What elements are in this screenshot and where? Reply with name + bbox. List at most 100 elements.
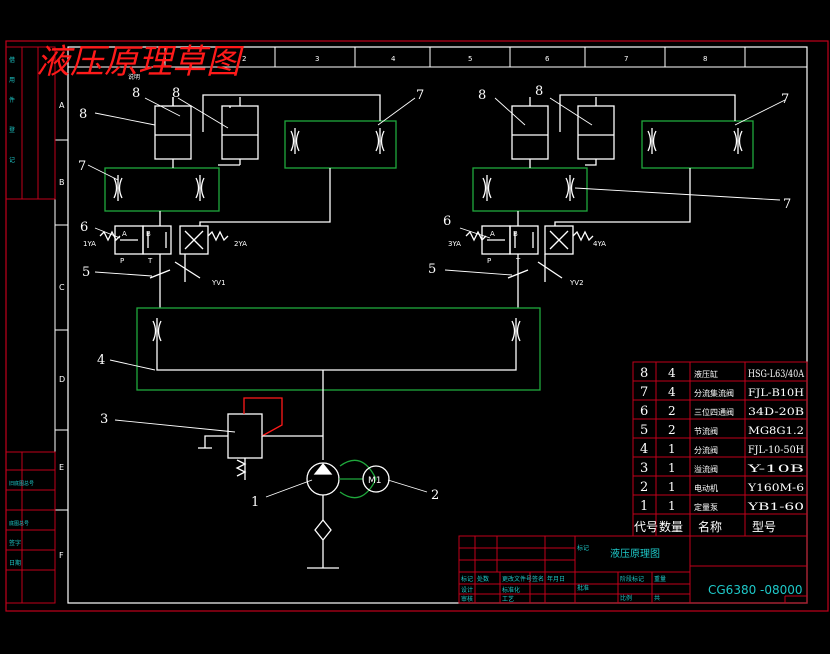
- strip-1: 借: [9, 56, 15, 64]
- bom-cell-name: 分流阀: [694, 445, 718, 455]
- tb-cell-1: 处数: [477, 575, 489, 583]
- grid-col-7: 7: [624, 55, 628, 63]
- bom-cell-model: FJL-10-50H: [748, 445, 804, 456]
- bom-cell-name: 电动机: [694, 483, 718, 493]
- callout-5L: 5: [82, 265, 90, 280]
- bom-cell-model: HSG-L63/40A: [748, 369, 805, 380]
- pump-1: [306, 459, 377, 569]
- tb-cell-0: 标记: [461, 575, 473, 583]
- inner-frame: [67, 46, 808, 604]
- grid-col-3: 3: [315, 55, 319, 63]
- bom-cell-no: 4: [640, 442, 648, 457]
- strip-7: 底图总号: [9, 520, 29, 527]
- callout-8c: 8: [79, 107, 87, 122]
- port-B-L: B: [146, 230, 151, 238]
- bom-cell-qty: 1: [668, 499, 676, 513]
- bom-cell-qty: 4: [668, 385, 676, 399]
- bom-header-name: 名称: [698, 519, 722, 534]
- strip-5: 记: [9, 157, 15, 164]
- cylinder-L2: [221, 105, 259, 160]
- callout-7d: 7: [783, 197, 791, 212]
- callout-2: 2: [431, 488, 439, 503]
- tb-cell-2: 更改文件号: [502, 575, 532, 583]
- bom-cell-name: 分流集流阀: [694, 388, 734, 398]
- bom-header-no: 代号: [634, 520, 658, 534]
- row-labels: A B C D E F: [55, 101, 68, 560]
- tb-cell-3: 签名: [532, 575, 544, 583]
- row-A: A: [59, 101, 65, 110]
- cylinder-L1: [154, 105, 192, 160]
- port-P-R: P: [487, 257, 491, 265]
- yv2: YV2: [569, 279, 584, 287]
- tb-cell-6: 标准化: [502, 586, 520, 594]
- callout-7a: 7: [416, 88, 424, 103]
- tb-cell-13: 比例: [620, 594, 632, 602]
- top-grid-labels: 1 2 3 4 5 6 7 8: [163, 47, 746, 67]
- callout-7c: 7: [781, 92, 789, 107]
- flow-divider-box-R2: [641, 120, 754, 169]
- grid-col-2: 2: [242, 55, 246, 63]
- bom-cell-qty: 2: [668, 404, 676, 418]
- callout-3: 3: [100, 412, 108, 427]
- cylinder-R2: [577, 105, 615, 160]
- strip-9: 日期: [9, 559, 21, 567]
- title-block: [458, 535, 808, 604]
- callout-8d: 8: [478, 88, 486, 103]
- bom-cell-qty: 2: [668, 423, 676, 437]
- port-T-L: T: [147, 257, 153, 265]
- callout-lines: [87, 97, 786, 498]
- bom-cell-no: 1: [640, 499, 648, 514]
- tb-cell-8: 工艺: [502, 595, 514, 603]
- bom-cell-name: 三位四通阀: [694, 407, 734, 417]
- bom-cell-no: 7: [640, 385, 648, 400]
- grid-col-8: 8: [703, 55, 707, 63]
- port-P-L: P: [120, 257, 124, 265]
- row-C: C: [59, 283, 65, 292]
- strip-3: 件: [9, 96, 15, 104]
- motor-2: M1: [362, 465, 390, 493]
- sol-2ya: 2YA: [234, 240, 247, 248]
- bom-cell-model: FJL-B10H: [748, 388, 804, 399]
- row-D: D: [59, 375, 65, 384]
- row-E: E: [59, 463, 64, 472]
- callout-5R: 5: [428, 262, 436, 277]
- bom-table: [632, 361, 808, 537]
- right-circuit: [465, 94, 754, 308]
- tb-cell-11: 阶段标记: [620, 575, 644, 583]
- bom-header-model: 型号: [752, 520, 776, 534]
- flow-symbol-1: [113, 128, 385, 201]
- callout-7b: 7: [78, 159, 86, 174]
- drawing-name: 液压原理图: [610, 547, 660, 560]
- relief-valve-3: [198, 397, 323, 480]
- tb-cell-4: 年月日: [547, 575, 565, 583]
- bom-cell-no: 2: [640, 480, 648, 495]
- grid-col-5: 5: [468, 55, 472, 63]
- bom-cell-no: 6: [640, 404, 648, 419]
- bom-cell-qty: 1: [668, 442, 676, 456]
- bom-cell-qty: 1: [668, 480, 676, 494]
- left-strip: [5, 46, 56, 604]
- bom-header-qty: 数量: [659, 519, 683, 534]
- yv1: YV1: [211, 279, 226, 287]
- callout-6L: 6: [80, 220, 88, 235]
- motor-label: M1: [368, 476, 382, 486]
- row-F: F: [59, 551, 64, 560]
- left-circuit: [99, 94, 397, 308]
- bom-cell-name: 溢流阀: [694, 464, 718, 474]
- valve-6L-right: [179, 225, 209, 255]
- bom-cell-model: Y-10B: [746, 464, 804, 475]
- grid-col-1: 1: [163, 55, 167, 63]
- tb-cell-12: 重量: [654, 575, 666, 583]
- bom-cell-name: 定量泵: [694, 502, 718, 512]
- callout-1: 1: [251, 495, 259, 510]
- tb-cell-5: 设计: [461, 586, 473, 594]
- grid-col-6: 6: [545, 55, 550, 63]
- flow-divider-4: [136, 307, 541, 460]
- sol-3ya: 3YA: [448, 240, 461, 248]
- callout-4: 4: [97, 353, 105, 368]
- flow-divider-box-L1: [104, 167, 220, 212]
- port-A-R: A: [490, 230, 495, 238]
- bom-cell-no: 8: [640, 366, 648, 381]
- strip-2: 用: [9, 77, 15, 84]
